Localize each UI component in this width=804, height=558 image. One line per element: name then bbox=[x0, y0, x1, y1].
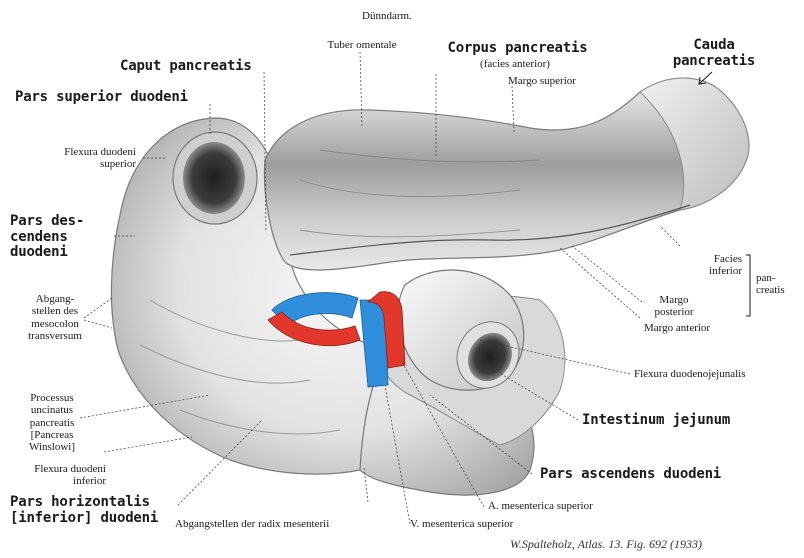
cauda-arrow bbox=[698, 71, 713, 85]
mesenteric-vessels bbox=[267, 291, 406, 388]
label-facies-anterior: (facies anterior) bbox=[480, 58, 550, 70]
label-margo-anterior: Margo anterior bbox=[644, 322, 711, 334]
label-abgangstellen-radix: Abgangstellen der radix mesenterii bbox=[175, 518, 330, 530]
label-flexura-duodeni-superior: Flexura duodeni superior bbox=[64, 146, 136, 171]
label-margo-superior: Margo superior bbox=[508, 75, 576, 87]
pancreas bbox=[263, 77, 750, 271]
label-pars-superior-duodeni: Pars superior duodeni bbox=[15, 89, 188, 105]
jejunum-stump bbox=[397, 269, 525, 391]
label-tuber-omentale: Tuber omentale bbox=[327, 39, 397, 51]
label-intestinum-jejunum: Intestinum jejunum bbox=[582, 412, 731, 428]
label-pars-horizontalis: Pars horizontalis [inferior] duodeni bbox=[10, 494, 159, 526]
label-corpus-pancreatis: Corpus pancreatis bbox=[447, 40, 588, 56]
label-flexura-duodenojejunalis: Flexura duodenojejunalis bbox=[634, 368, 746, 380]
pancreatis-bracket bbox=[746, 254, 751, 317]
figure-title: Dünndarm. bbox=[362, 10, 412, 22]
label-facies-inferior: Facies inferior bbox=[709, 253, 742, 278]
label-cauda-pancreatis: Cauda pancreatis bbox=[672, 37, 756, 69]
figure-credit: W.Spalteholz, Atlas. 13. Fig. 692 (1933) bbox=[510, 537, 702, 551]
label-a-mesenterica-superior: A. mesenterica superior bbox=[488, 500, 593, 512]
leader-lines bbox=[79, 51, 681, 525]
label-pars-descendens-duodeni: Pars des- cendens duodeni bbox=[10, 213, 85, 261]
label-pancreatis-side: pan- creatis bbox=[756, 272, 785, 297]
label-flexura-duodeni-inferior: Flexura duodeni inferior bbox=[34, 463, 106, 488]
label-v-mesenterica-superior: V. mesenterica superior bbox=[410, 518, 514, 530]
label-pars-ascendens-duodeni: Pars ascendens duodeni bbox=[540, 466, 722, 482]
duodenum-superior-lumen bbox=[172, 131, 258, 225]
label-abgangstellen-mesocolon: Abgang- stellen des mesocolon transversu… bbox=[28, 293, 82, 342]
label-margo-posterior: Margo posterior bbox=[654, 294, 694, 319]
label-caput-pancreatis: Caput pancreatis bbox=[120, 58, 252, 74]
label-processus-uncinatus: Processus uncinatus pancreatis [Pancreas… bbox=[29, 392, 75, 454]
